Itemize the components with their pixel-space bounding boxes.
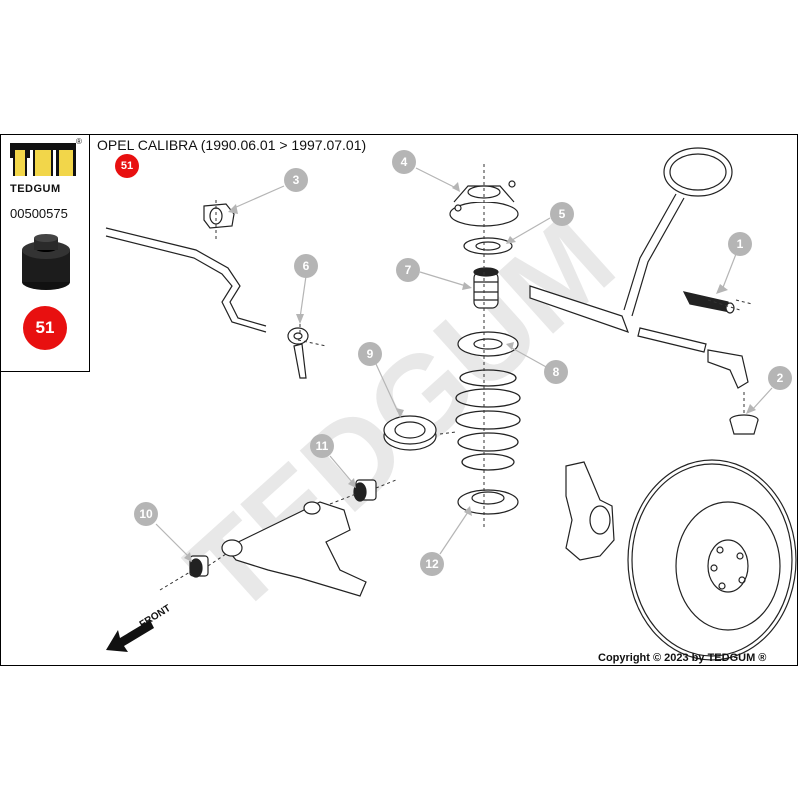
callout-leaders (155, 167, 773, 557)
callout-9: 9 (358, 342, 382, 366)
vehicle-title: OPEL CALIBRA (1990.06.01 > 1997.07.01) (97, 137, 367, 153)
position-badge: 51 (23, 306, 67, 350)
brand-name: TEDGUM (10, 183, 61, 195)
callout-1: 1 (728, 232, 752, 256)
svg-text:6: 6 (303, 259, 310, 273)
product-info-panel (0, 134, 90, 372)
assembly-lines (159, 164, 753, 591)
svg-text:4: 4 (401, 155, 408, 169)
strut-bearing-part (383, 415, 437, 451)
svg-text:5: 5 (559, 207, 566, 221)
steering-assembly (529, 147, 749, 389)
svg-text:FRONT: FRONT (138, 603, 173, 631)
callout-8: 8 (544, 360, 568, 384)
svg-text:7: 7 (405, 263, 412, 277)
spring-seat-bottom-part (457, 489, 519, 515)
registered-mark: ® (76, 137, 82, 146)
callout-markers: 1 2 3 4 5 6 7 8 9 10 11 12 (134, 150, 792, 576)
stabilizer-bushing-part (203, 203, 235, 229)
svg-text:8: 8 (553, 365, 560, 379)
control-arm-bushing-part-11 (353, 479, 377, 502)
callout-12: 12 (420, 552, 444, 576)
callout-4: 4 (392, 150, 416, 174)
callout-11: 11 (310, 434, 334, 458)
callout-arrowheads (184, 182, 756, 562)
svg-text:2: 2 (777, 371, 784, 385)
callout-5: 5 (550, 202, 574, 226)
tedgum-logo-icon (10, 143, 76, 176)
front-direction-arrow-icon: FRONT (106, 603, 173, 652)
bearing-ring-part (463, 237, 513, 255)
stabilizer-link-part (287, 327, 309, 379)
title-position-badge: 51 (115, 154, 139, 178)
bushing-product-icon (22, 234, 70, 290)
svg-text:11: 11 (316, 439, 329, 453)
ball-joint-cap-part (729, 414, 759, 435)
copyright-notice: Copyright © 2023 by TEDGUM ® (598, 652, 767, 664)
diagram-frame (0, 134, 798, 666)
callout-2: 2 (768, 366, 792, 390)
bump-stop-part (473, 267, 499, 309)
svg-text:10: 10 (139, 507, 153, 521)
callout-3: 3 (284, 168, 308, 192)
lower-control-arm (221, 501, 367, 597)
callout-10: 10 (134, 502, 158, 526)
svg-text:12: 12 (425, 557, 439, 571)
wheel (627, 459, 797, 661)
article-number: 00500575 (10, 206, 68, 221)
svg-text:1: 1 (737, 237, 744, 251)
stabilizer-bar (105, 227, 267, 333)
control-arm-bushing-part-10 (189, 555, 209, 578)
steering-boot-part (682, 291, 735, 314)
coil-spring (455, 369, 521, 471)
steering-knuckle (565, 461, 615, 561)
svg-text:3: 3 (293, 173, 300, 187)
svg-text:9: 9 (367, 347, 374, 361)
callout-7: 7 (396, 258, 420, 282)
spring-seat-top-part (457, 331, 519, 357)
callout-6: 6 (294, 254, 318, 278)
